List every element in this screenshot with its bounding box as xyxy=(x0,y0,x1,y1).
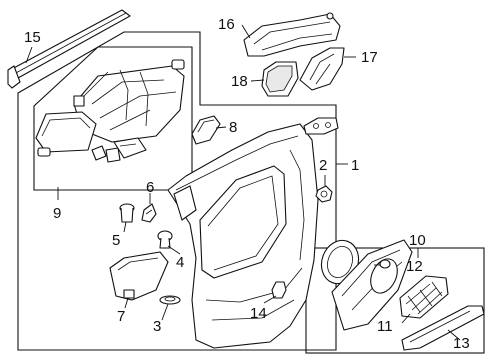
part-2-clip xyxy=(315,185,333,203)
part-17-bracket xyxy=(299,47,345,91)
part-9-panel-assembly xyxy=(35,59,185,163)
part-15-trim-strip xyxy=(7,9,131,89)
part-12-bumper xyxy=(379,259,391,269)
callout-1: 1 xyxy=(351,157,359,174)
part-5-fastener xyxy=(119,203,135,223)
callout-3: 3 xyxy=(153,318,161,335)
part-4-push-pin xyxy=(157,230,173,249)
callout-7: 7 xyxy=(117,308,125,325)
callout-12: 12 xyxy=(406,258,423,275)
sub-group-frame-9 xyxy=(33,46,193,191)
callout-11: 11 xyxy=(377,318,393,335)
callout-14: 14 xyxy=(250,305,267,322)
main-group-frame xyxy=(17,31,337,351)
callout-2: 2 xyxy=(319,157,327,174)
callout-16: 16 xyxy=(218,16,235,33)
leader-lines xyxy=(25,24,461,341)
part-3-plug xyxy=(159,295,181,305)
callout-6: 6 xyxy=(146,179,154,196)
callout-15: 15 xyxy=(24,29,41,46)
callout-9: 9 xyxy=(53,205,61,222)
callout-4: 4 xyxy=(176,254,184,271)
part-6-clip xyxy=(141,203,157,223)
part-7-cover xyxy=(109,251,169,301)
part-13-sill-strip xyxy=(401,305,485,351)
part-8-trim-piece xyxy=(191,115,221,145)
part-16-bracket xyxy=(243,12,341,57)
part-14-cap xyxy=(271,281,287,299)
part-11-grille xyxy=(399,275,449,319)
part-10-panel-assembly xyxy=(320,239,449,331)
callout-5: 5 xyxy=(112,232,120,249)
callout-10: 10 xyxy=(409,232,426,249)
callout-8: 8 xyxy=(229,119,237,136)
part-18-bracket xyxy=(261,61,299,97)
callout-13: 13 xyxy=(453,335,470,352)
callout-18: 18 xyxy=(231,73,248,90)
callout-17: 17 xyxy=(361,49,378,66)
